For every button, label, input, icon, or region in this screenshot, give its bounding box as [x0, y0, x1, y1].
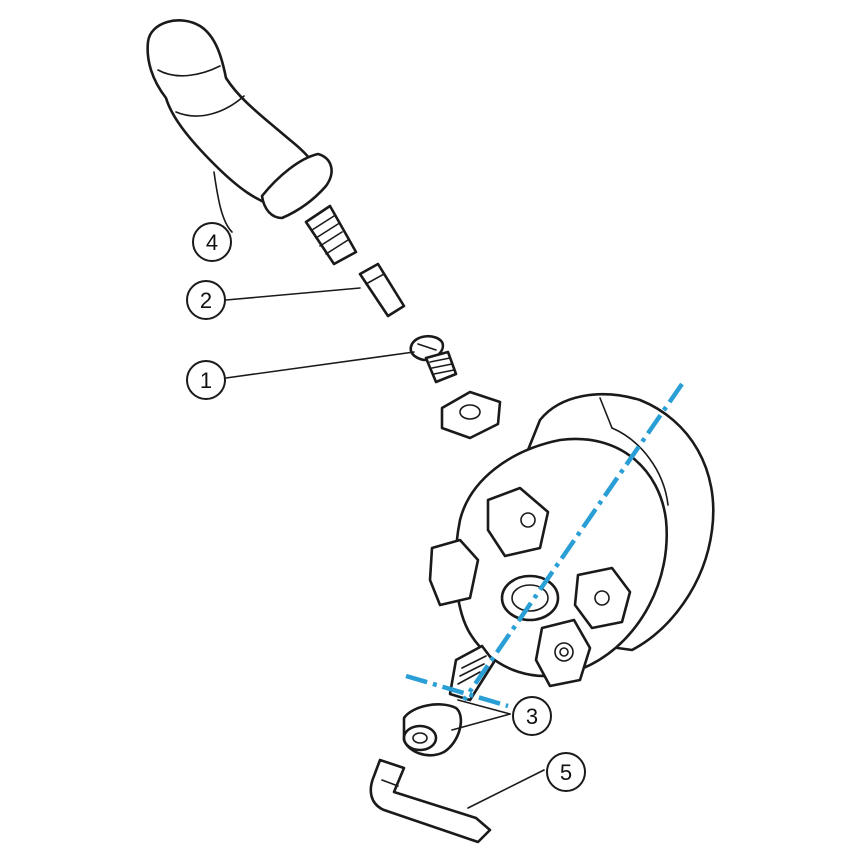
milling-cutter-body: [428, 393, 715, 688]
insert-bottom: [534, 618, 592, 688]
driver-bit: [358, 262, 406, 318]
callout-layer: 4 2 1 3 5: [186, 222, 586, 792]
center-bore: [500, 574, 560, 622]
callout-5: 5: [546, 752, 586, 792]
clamp-wedge: [440, 390, 502, 440]
callout-label: 1: [200, 368, 212, 393]
centre-axis: [405, 382, 684, 709]
callout-2: 2: [186, 280, 226, 320]
callout-label: 4: [206, 230, 218, 255]
callout-circle: [186, 360, 226, 400]
insert-left: [428, 538, 480, 607]
callout-label: 2: [200, 288, 212, 313]
insert-top: [486, 486, 550, 558]
callout-circle: [192, 222, 232, 262]
callout-label: 3: [526, 704, 538, 729]
callout-circle: [512, 696, 552, 736]
callout-circle: [546, 752, 586, 792]
insert-screw: [409, 334, 458, 384]
hex-key: [369, 758, 492, 844]
leader-lines: [213, 171, 545, 809]
callout-circle: [186, 280, 226, 320]
screwdriver-handle: [146, 19, 358, 266]
clamp-screw: [402, 644, 496, 757]
callout-3: 3: [512, 696, 552, 736]
callout-4: 4: [192, 222, 232, 262]
callout-label: 5: [560, 760, 572, 785]
insert-right: [573, 566, 632, 630]
callout-1: 1: [186, 360, 226, 400]
